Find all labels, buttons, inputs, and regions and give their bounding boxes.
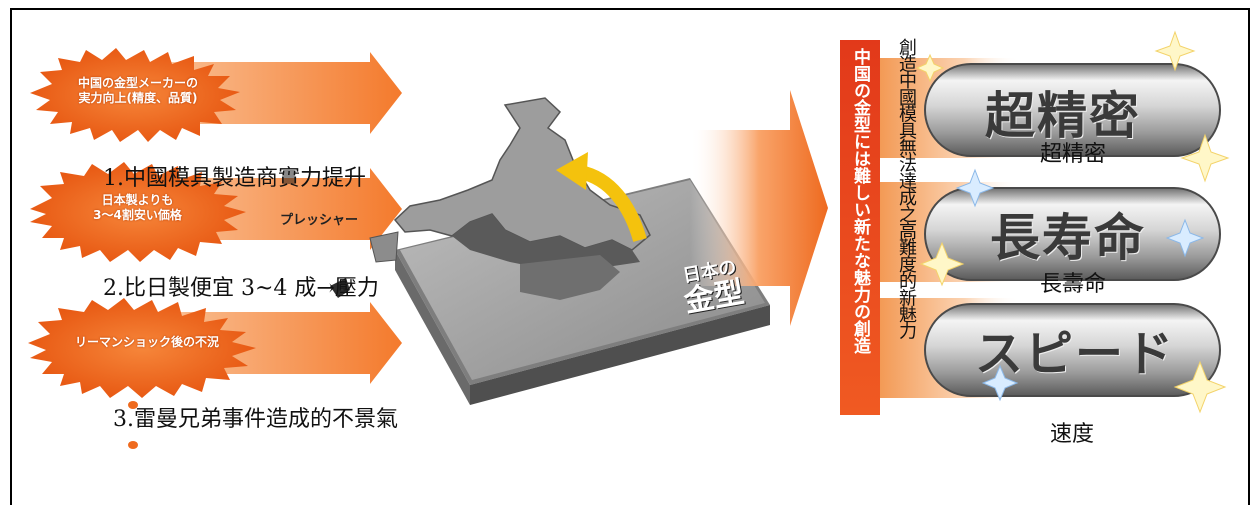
burst-2-text: 日本製よりも 3〜4割安い価格 — [70, 193, 205, 223]
big-right-arrow — [690, 90, 828, 326]
diagram-frame — [10, 8, 1250, 505]
sparkles — [915, 30, 1230, 414]
tube-2-caption: 長壽命 — [1040, 272, 1107, 297]
orange-dot-2 — [128, 441, 138, 449]
vertical-caption: 創造中國模具無法達成之高難度的新魅力 — [896, 38, 917, 339]
tube-1-caption: 超精密 — [1040, 142, 1107, 167]
red-banner-bg — [840, 40, 880, 415]
connector-piece — [330, 278, 350, 298]
banner-text: 中国の金型には難しい新たな魅力の創造 — [850, 48, 870, 354]
tube-3-label: スピード — [975, 326, 1176, 382]
burst-3-line1: リーマンショック後の不況 — [74, 335, 219, 349]
japan-map-block — [369, 97, 770, 405]
burst-3-text: リーマンショック後の不況 — [52, 335, 242, 350]
burst-2-line1: 日本製よりも — [101, 193, 174, 207]
yellow-arrow-head — [556, 152, 588, 190]
caption-2: 2.比日製便宜 3~4 成→壓力 — [103, 276, 379, 301]
tubes — [880, 58, 1221, 398]
burst-1-text: 中国の金型メーカーの 実力向上(精度、品質) — [58, 76, 218, 106]
burst-shapes — [28, 48, 256, 398]
caption-3: 3.雷曼兄弟事件造成的不景氣 — [113, 407, 398, 432]
caption-1: 1.中國模具製造商實力提升 — [103, 166, 366, 191]
orange-dot-1 — [128, 401, 138, 409]
tube-3-caption: 速度 — [1050, 422, 1095, 447]
burst-1-line2: 実力向上(精度、品質) — [78, 91, 198, 105]
burst-2-line2: 3〜4割安い価格 — [93, 208, 182, 222]
burst-1-line1: 中国の金型メーカーの — [77, 76, 198, 90]
tube-2-label: 長寿命 — [990, 209, 1146, 267]
yellow-arrow-curve — [578, 165, 647, 243]
burst-1 — [30, 48, 240, 142]
burst-2 — [30, 162, 246, 262]
burst-3 — [28, 298, 256, 398]
pressure-label: プレッシャー — [280, 213, 359, 228]
tube-1-label: 超精密 — [985, 87, 1141, 145]
